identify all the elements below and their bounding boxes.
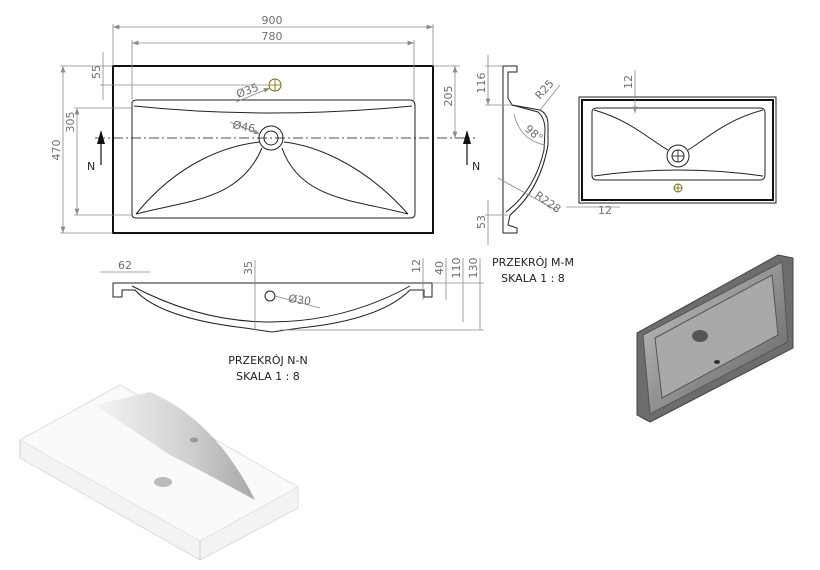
dim-116: 116 <box>475 73 488 94</box>
section-marker-right: N <box>472 160 480 173</box>
section-m-title: PRZEKRÓJ M-M <box>492 256 574 269</box>
dim-110: 110 <box>450 258 463 279</box>
top-view: 900 780 470 305 55 205 Ø35 Ø46 N N <box>50 14 480 234</box>
bowl-outline <box>131 99 416 219</box>
dim-12-side: 12 <box>598 204 612 217</box>
section-n-n: 62 35 Ø30 12 40 110 130 PRZEKRÓJ N-N SKA… <box>100 258 484 383</box>
dim-53: 53 <box>475 215 488 229</box>
dim-35: 35 <box>242 261 255 275</box>
dim-62: 62 <box>118 259 132 272</box>
section-marker-left: N <box>87 160 95 173</box>
dim-205: 205 <box>442 86 455 107</box>
dim-overflow-hole: Ø30 <box>288 292 312 308</box>
dim-780: 780 <box>262 30 283 43</box>
render-3d-white <box>18 384 300 561</box>
basin-outline <box>112 65 434 234</box>
dim-12: 12 <box>410 259 423 273</box>
dim-r25: R25 <box>533 77 557 102</box>
dim-55: 55 <box>90 65 103 79</box>
section-n-scale: SKALA 1 : 8 <box>236 370 300 383</box>
plan-view-small: 12 12 <box>566 70 777 217</box>
section-m-m: 116 53 R25 98° R228 PRZEKRÓJ M-M SKALA 1… <box>475 55 574 285</box>
dim-12-top: 12 <box>622 75 635 89</box>
dim-130: 130 <box>467 258 480 279</box>
render-3d-grey <box>636 254 794 423</box>
dim-drain-hole: Ø46 <box>231 118 256 135</box>
section-n-title: PRZEKRÓJ N-N <box>228 354 307 367</box>
dim-r228: R228 <box>532 189 563 216</box>
dim-470: 470 <box>50 140 63 161</box>
dim-900: 900 <box>262 14 283 27</box>
dim-tap-hole: Ø35 <box>235 81 261 101</box>
dim-angle-98: 98° <box>522 122 545 144</box>
dim-40: 40 <box>433 261 446 275</box>
dim-305: 305 <box>64 112 77 133</box>
section-m-scale: SKALA 1 : 8 <box>501 272 565 285</box>
